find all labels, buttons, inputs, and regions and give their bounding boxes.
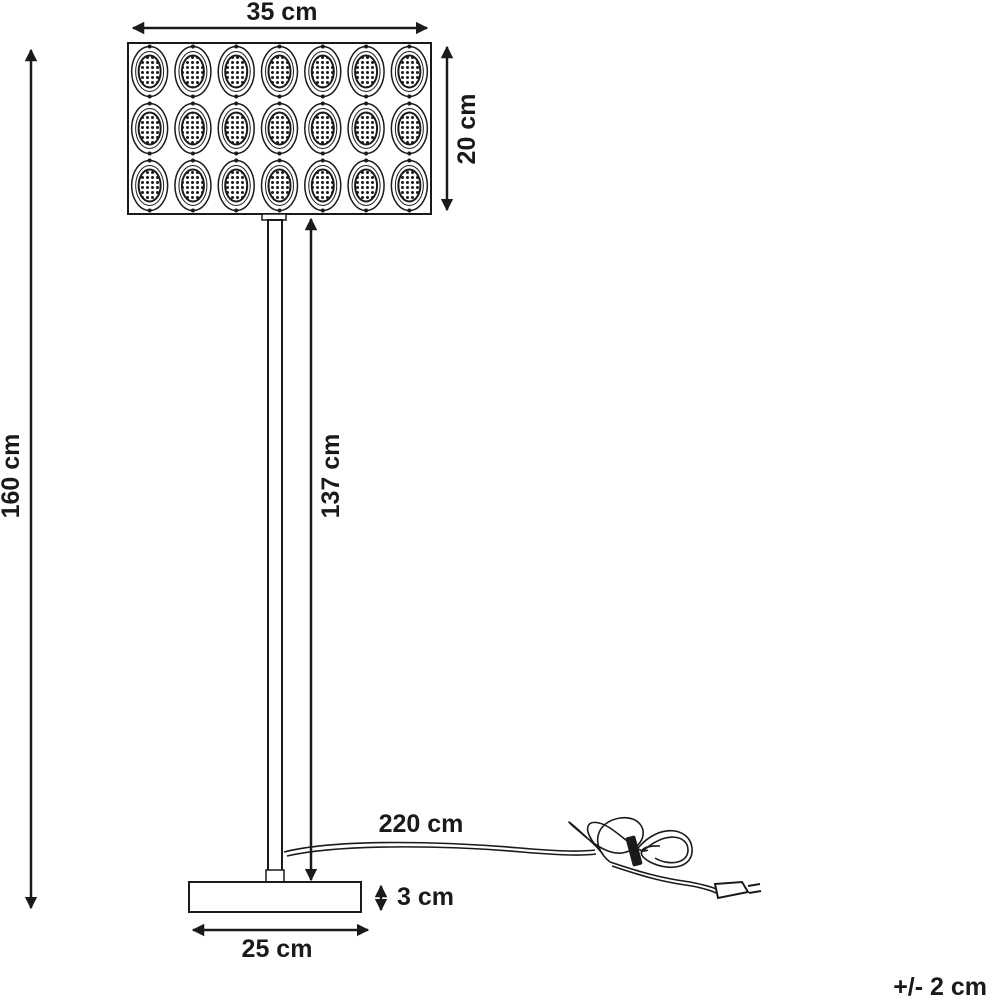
shade-oval-motif bbox=[347, 158, 385, 213]
shade-oval-motif bbox=[390, 44, 429, 99]
shade-oval-motif bbox=[130, 44, 169, 99]
shade-oval-motif bbox=[260, 101, 299, 156]
shade-oval-motif bbox=[390, 158, 429, 213]
shade-oval-motif bbox=[174, 158, 212, 213]
shade-oval-motif bbox=[217, 158, 255, 213]
shade-oval-motif bbox=[347, 44, 385, 99]
lamp-pole bbox=[261, 213, 287, 883]
shade-oval-motif bbox=[347, 101, 385, 156]
shade-width-label: 35 cm bbox=[247, 0, 318, 26]
cable-tie-icon bbox=[625, 835, 643, 867]
plug-icon bbox=[713, 880, 762, 900]
shade-oval-motif bbox=[217, 44, 255, 99]
pole-height-label: 137 cm bbox=[317, 434, 345, 519]
shade-oval-motif bbox=[260, 44, 299, 99]
total-height-label: 160 cm bbox=[0, 434, 25, 519]
shade-oval-motif bbox=[304, 158, 342, 213]
dimension-lines bbox=[24, 21, 454, 937]
shade-oval-motif bbox=[390, 101, 429, 156]
base-height-label: 3 cm bbox=[397, 883, 454, 911]
cable-length-label: 220 cm bbox=[379, 810, 464, 838]
shade-oval-motif bbox=[217, 101, 255, 156]
base-width-label: 25 cm bbox=[242, 935, 313, 963]
shade-oval-motif bbox=[130, 101, 169, 156]
lamp-shade bbox=[127, 42, 432, 215]
shade-oval-motif bbox=[304, 44, 342, 99]
shade-oval-motif bbox=[304, 101, 342, 156]
shade-oval-motif bbox=[174, 101, 212, 156]
tolerance-label: +/- 2 cm bbox=[893, 973, 987, 1000]
shade-oval-motif bbox=[174, 44, 212, 99]
shade-oval-pattern bbox=[130, 44, 429, 213]
shade-oval-motif bbox=[130, 158, 169, 213]
shade-oval-motif bbox=[260, 158, 299, 213]
shade-height-label: 20 cm bbox=[453, 94, 481, 165]
lamp-base bbox=[188, 881, 362, 913]
